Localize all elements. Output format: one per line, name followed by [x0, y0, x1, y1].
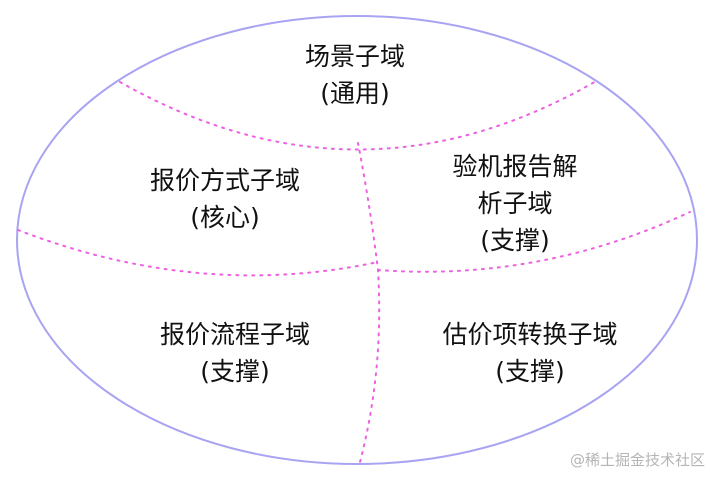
- region-quote-label: 报价方式子域 (核心): [100, 162, 350, 236]
- divider-top-arc: [119, 79, 599, 151]
- region-flow-label: 报价流程子域 (支撑): [110, 316, 360, 390]
- region-quote-type: (核心): [190, 203, 260, 232]
- watermark-text: @稀土掘金技术社区: [569, 451, 705, 469]
- region-estimate-title: 估价项转换子域: [442, 320, 618, 349]
- region-inspect-title-line2: 析子域: [477, 189, 553, 218]
- region-flow-type: (支撑): [200, 357, 270, 386]
- region-scene-type: (通用): [320, 79, 390, 108]
- region-quote-title: 报价方式子域: [149, 166, 300, 195]
- region-flow-title: 报价流程子域: [159, 320, 310, 349]
- divider-center-vertical: [357, 142, 381, 463]
- region-inspect-type: (支撑): [480, 226, 550, 255]
- region-scene-title: 场景子域: [304, 42, 405, 71]
- outer-ellipse: [16, 15, 698, 465]
- divider-left-arc: [17, 229, 379, 277]
- region-inspect-label: 验机报告解 析子域 (支撑): [415, 148, 615, 259]
- region-estimate-type: (支撑): [495, 357, 565, 386]
- region-scene-label: 场景子域 (通用): [255, 38, 455, 112]
- divider-right-arc: [377, 211, 691, 273]
- region-inspect-title-line1: 验机报告解: [452, 152, 578, 181]
- region-estimate-label: 估价项转换子域 (支撑): [395, 316, 665, 390]
